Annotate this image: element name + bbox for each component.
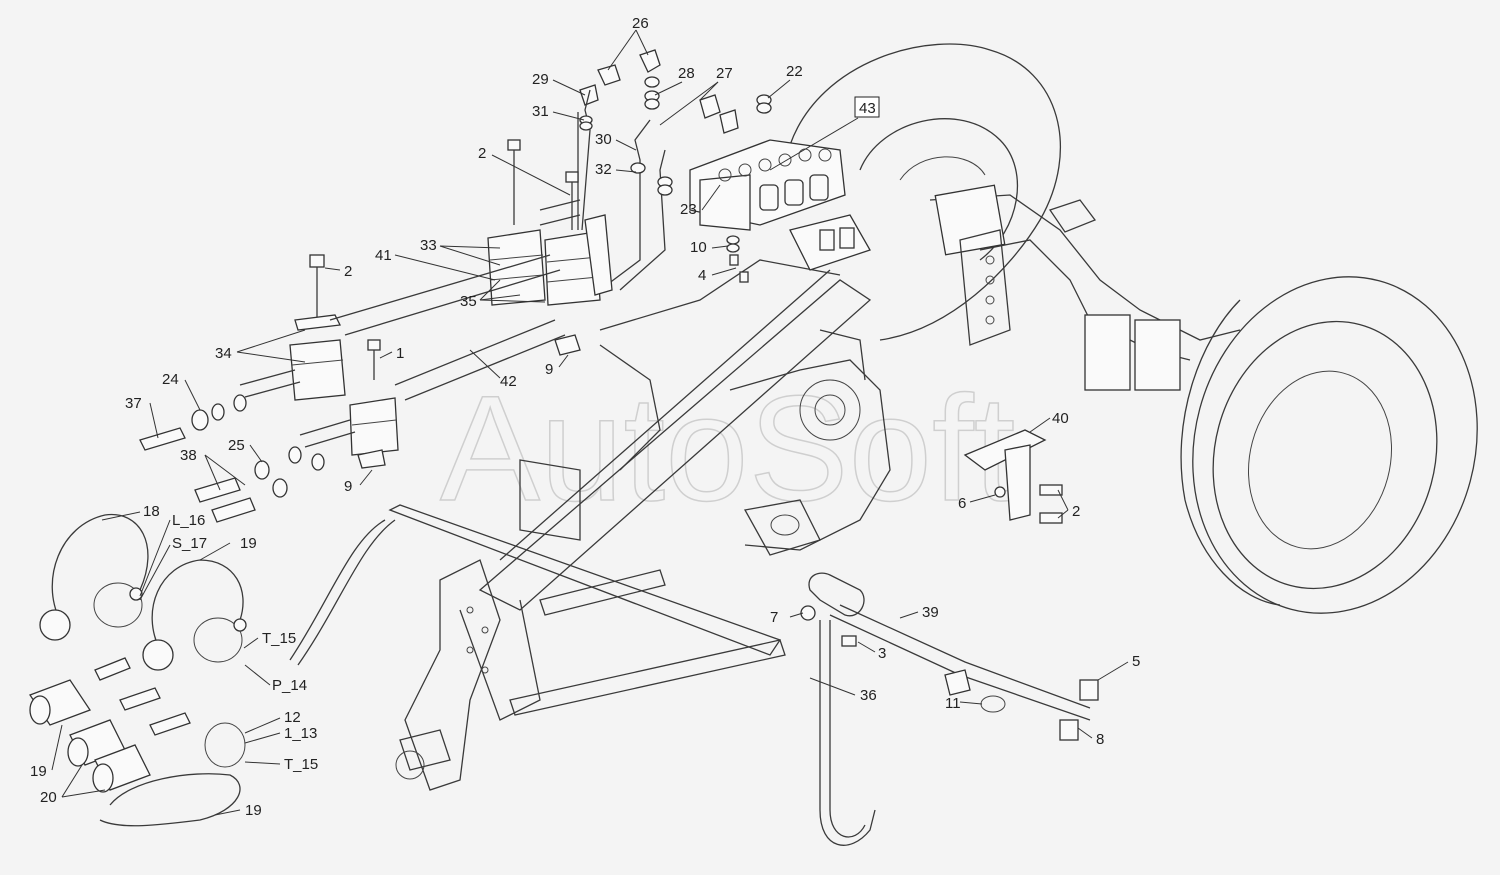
rear-wheel-upper [789, 43, 1061, 341]
callout-6: 6 [958, 495, 966, 512]
callout-3: 3 [878, 645, 886, 662]
callout-29: 29 [532, 71, 549, 88]
callout-L16: L_16 [172, 512, 205, 529]
callout-25: 25 [228, 437, 245, 454]
watermark: AutoSoft [440, 364, 1015, 532]
callout-43: 43 [859, 100, 876, 117]
bolts [309, 139, 579, 380]
callout-2-bolt: 2 [344, 263, 352, 280]
callout-33: 33 [420, 237, 437, 254]
callout-36: 36 [860, 687, 877, 704]
hydraulic-tubes [239, 199, 581, 448]
callout-35: 35 [460, 293, 477, 310]
pin-and-rod [800, 572, 1099, 846]
callout-19-bottom: 19 [245, 802, 262, 819]
callout-P14: P_14 [272, 677, 307, 694]
rear-wheel-lower [1180, 276, 1478, 614]
callout-11: 11 [945, 695, 961, 712]
callout-26: 26 [632, 15, 649, 32]
callout-24: 24 [162, 371, 179, 388]
callout-2-bracket: 2 [1072, 503, 1080, 520]
callout-8: 8 [1096, 731, 1104, 748]
callout-T15-upper: T_15 [262, 630, 296, 647]
callout-5: 5 [1132, 653, 1140, 670]
callout-19-socket: 19 [30, 763, 47, 780]
quick-couplers [139, 394, 325, 523]
callout-labels: 26 28 27 22 29 31 30 32 43 2 23 10 4 33 … [30, 15, 1140, 819]
hydraulic-fittings [577, 49, 772, 291]
callout-18: 18 [143, 503, 160, 520]
callout-23: 23 [680, 201, 697, 218]
callout-32: 32 [595, 161, 612, 178]
callout-10: 10 [690, 239, 707, 256]
callout-41: 41 [375, 247, 392, 264]
callout-19-cap: 19 [240, 535, 257, 552]
callout-7: 7 [770, 609, 778, 626]
callout-40: 40 [1052, 410, 1069, 427]
coupler-sockets [29, 657, 191, 793]
callout-9-upper: 9 [545, 361, 553, 378]
callout-12: 12 [284, 709, 301, 726]
callout-9-lower: 9 [344, 478, 352, 495]
rear-axle-assembly [929, 184, 1241, 391]
hydraulic-valve-block [689, 139, 871, 271]
callout-37: 37 [125, 395, 142, 412]
callout-S17: S_17 [172, 535, 207, 552]
dust-caps [39, 513, 247, 827]
label-box-43 [854, 96, 880, 118]
callout-4: 4 [698, 267, 706, 284]
callout-1-13: 1_13 [284, 725, 317, 742]
callout-22: 22 [786, 63, 803, 80]
callout-27: 27 [716, 65, 733, 82]
callout-1: 1 [396, 345, 404, 362]
clamp-blocks [289, 214, 613, 469]
callout-2-top: 2 [478, 145, 486, 162]
main-frame [388, 259, 891, 791]
callout-42: 42 [500, 373, 517, 390]
callout-31: 31 [532, 103, 549, 120]
callout-38: 38 [180, 447, 197, 464]
leader-lines [51, 29, 1129, 816]
cable-loop [289, 519, 396, 666]
mounting-bracket [963, 429, 1063, 524]
callout-30: 30 [595, 131, 612, 148]
callout-T15-lower: T_15 [284, 756, 318, 773]
callout-34: 34 [215, 345, 232, 362]
callout-28: 28 [678, 65, 695, 82]
callout-20: 20 [40, 789, 57, 806]
callout-39: 39 [922, 604, 939, 621]
